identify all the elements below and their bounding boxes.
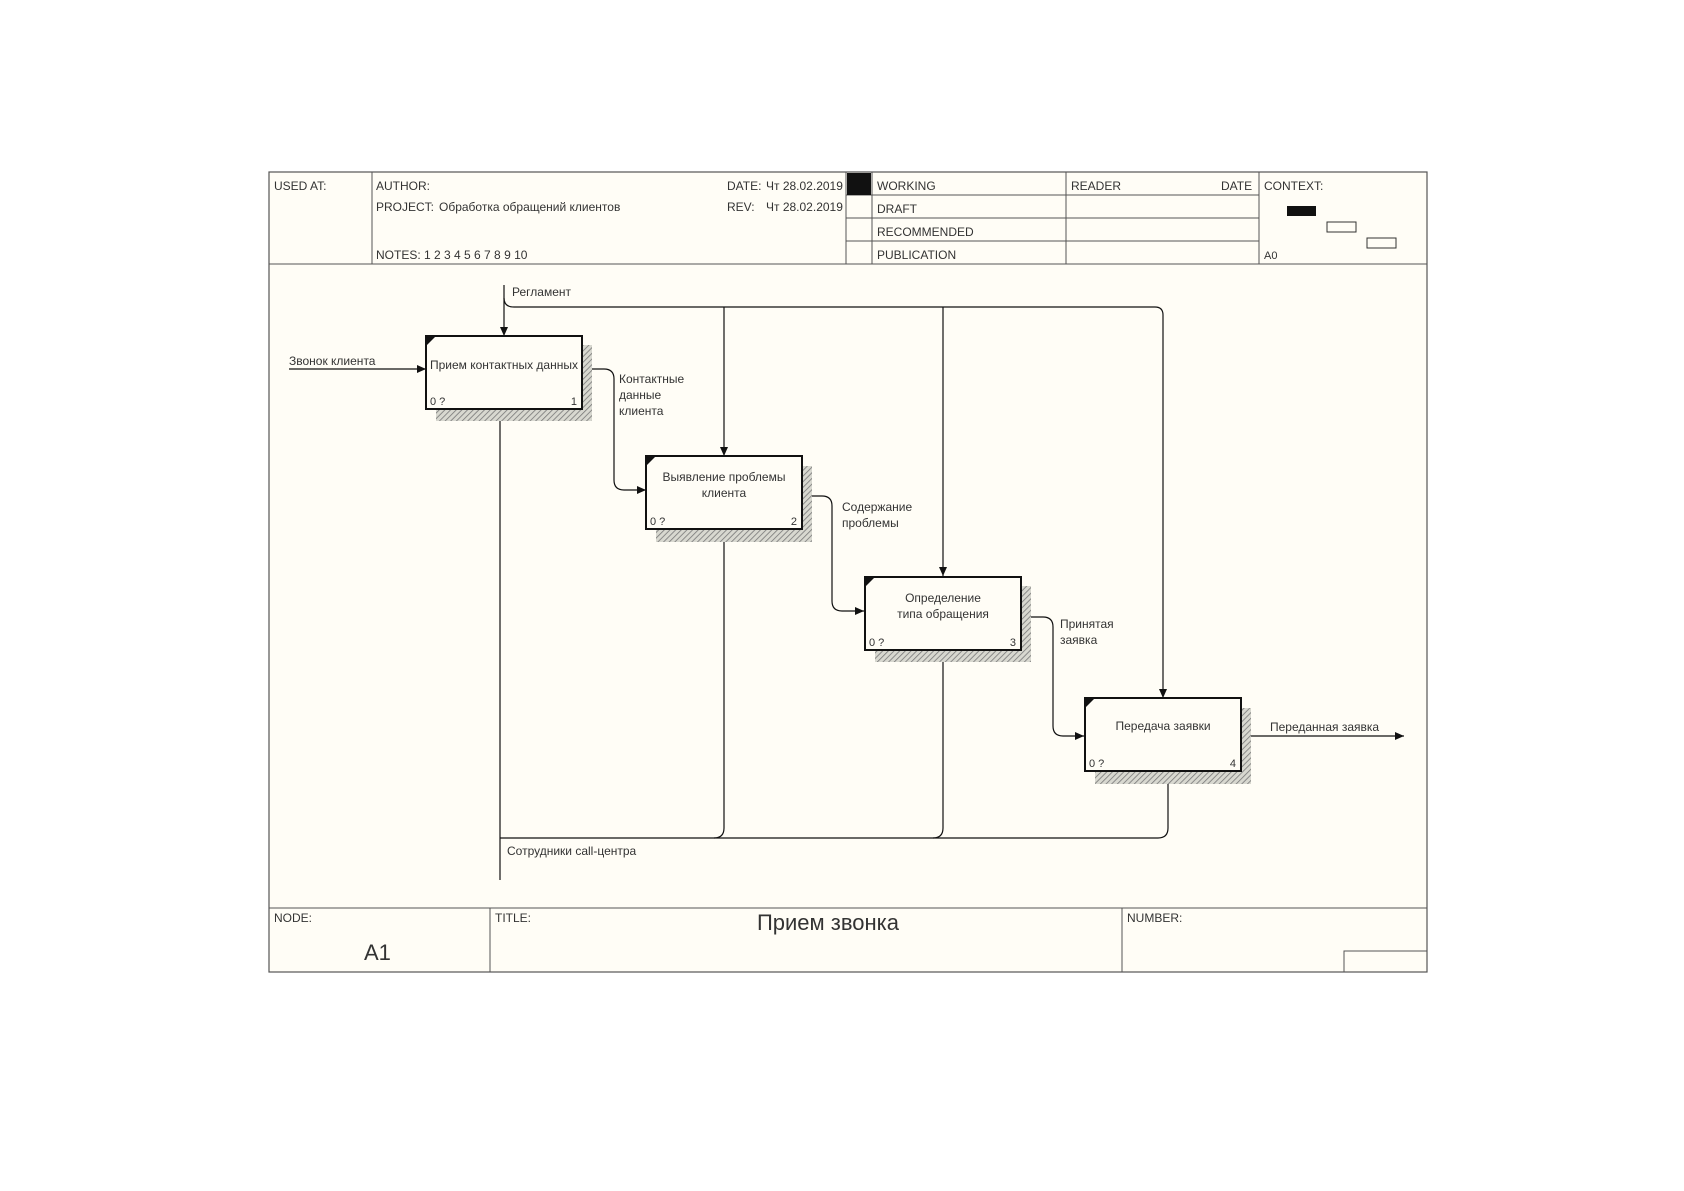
arrow-lines <box>289 285 1404 880</box>
date-value: Чт 28.02.2019 <box>766 179 843 193</box>
label-sotrudniki: Сотрудники call-центра <box>507 844 637 858</box>
activity-cost: 0 ? <box>869 637 884 649</box>
header-block <box>269 172 1427 265</box>
label-peredannaya: Переданная заявка <box>1270 720 1379 734</box>
activity-name: Прием контактных данных <box>430 358 578 372</box>
activity-box-frame <box>1084 697 1242 772</box>
activity-box-frame <box>645 455 803 530</box>
status-publication: PUBLICATION <box>877 248 956 262</box>
activity-box-corner <box>865 577 875 587</box>
activity-cost: 0 ? <box>1089 758 1104 770</box>
used-at-label: USED AT: <box>274 179 326 193</box>
control-reglament-bus <box>503 297 1167 698</box>
activity-box-corner <box>646 456 656 466</box>
node-label: NODE: <box>274 911 312 925</box>
flow-soderzhanie <box>802 495 864 615</box>
label-reglament: Регламент <box>512 285 571 299</box>
status-recommended: RECOMMENDED <box>877 225 974 239</box>
project-value: Обработка обращений клиентов <box>439 200 620 214</box>
author-label: AUTHOR: <box>376 179 430 193</box>
activity-box-corner <box>1085 698 1095 708</box>
flow-kontakt <box>582 368 646 494</box>
status-working: WORKING <box>877 179 936 193</box>
mechanism-sotrudniki-box3 <box>932 652 947 839</box>
context-label: CONTEXT: <box>1264 179 1323 193</box>
reader-label: READER <box>1071 179 1121 193</box>
activity-box-corner <box>426 336 436 346</box>
activity-name: Передача заявки <box>1115 719 1210 733</box>
activity-number: 3 <box>1010 637 1016 649</box>
activity-box[interactable]: Передача заявки 0 ? 4 <box>1084 697 1251 784</box>
date-label: DATE: <box>727 179 761 193</box>
node-value: A1 <box>364 940 391 965</box>
rev-label: REV: <box>727 200 755 214</box>
activity-cost: 0 ? <box>430 396 445 408</box>
footer-block <box>269 907 1428 973</box>
page-title: Прием звонка <box>757 910 900 935</box>
activity-cost: 0 ? <box>650 516 665 528</box>
notes-value: 1 2 3 4 5 6 7 8 9 10 <box>424 248 528 262</box>
project-label: PROJECT: <box>376 200 434 214</box>
mechanism-sotrudniki-box2 <box>713 532 728 839</box>
status-working-marker <box>847 173 871 195</box>
activity-number: 4 <box>1230 758 1236 770</box>
title-label: TITLE: <box>495 911 531 925</box>
number-label: NUMBER: <box>1127 911 1182 925</box>
rev-value: Чт 28.02.2019 <box>766 200 843 214</box>
sheet-frame <box>268 171 1428 973</box>
label-zvonok: Звонок клиента <box>289 354 376 368</box>
activity-number: 1 <box>571 396 577 408</box>
reader-date-label: DATE <box>1221 179 1252 193</box>
mechanism-sotrudniki-bus <box>500 772 1172 839</box>
flow-prinyataya <box>1021 616 1084 740</box>
activity-box[interactable]: Прием контактных данных 0 ? 1 <box>425 335 592 421</box>
activity-number: 2 <box>791 516 797 528</box>
notes-label: NOTES: <box>376 248 421 262</box>
activity-box-frame <box>864 576 1022 651</box>
context-thumbnail <box>1287 206 1397 249</box>
activity-box-frame <box>425 335 583 410</box>
context-node: A0 <box>1264 250 1277 262</box>
status-draft: DRAFT <box>877 202 918 216</box>
